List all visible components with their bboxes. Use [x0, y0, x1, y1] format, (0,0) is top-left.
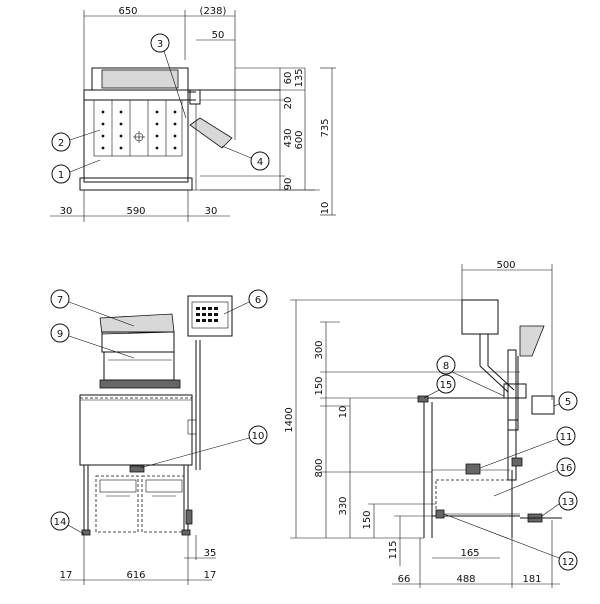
callout-15: 15	[440, 380, 453, 391]
dim-800: 800	[314, 458, 325, 477]
top-view: 650 (238) 50	[50, 6, 336, 222]
dim-30-left: 30	[60, 206, 73, 217]
dim-300: 300	[314, 340, 325, 359]
dim-60: 60	[283, 72, 294, 85]
callout-3: 3	[157, 39, 163, 50]
dim-17-left: 17	[60, 570, 73, 581]
dim-90: 90	[283, 178, 294, 191]
dim-600: 600	[294, 130, 305, 149]
callout-10: 10	[252, 431, 265, 442]
dim-30-right: 30	[205, 206, 218, 217]
callout-4: 4	[257, 157, 263, 168]
callout-11: 11	[560, 432, 573, 443]
callout-14: 14	[54, 517, 67, 528]
dim-616: 616	[126, 570, 145, 581]
control-panel-buttons	[196, 307, 218, 322]
callout-13: 13	[562, 497, 575, 508]
dim-150-top: 150	[314, 376, 325, 395]
dim-590: 590	[126, 206, 145, 217]
dim-50-top: 50	[212, 30, 225, 41]
callout-9: 9	[57, 329, 63, 340]
dim-66: 66	[398, 574, 411, 585]
basket-pattern	[101, 100, 177, 156]
dim-238: (238)	[200, 6, 227, 17]
front-view: 17 616 17 35 7 9 6 10 14	[50, 289, 268, 585]
dim-150-low: 150	[362, 510, 373, 529]
dim-1400: 1400	[284, 407, 295, 432]
dim-165: 165	[460, 548, 479, 559]
callout-6: 6	[255, 295, 261, 306]
callout-1: 1	[58, 170, 64, 181]
dim-500: 500	[496, 260, 515, 271]
dim-735: 735	[320, 118, 331, 137]
dim-35: 35	[204, 548, 217, 559]
dim-181: 181	[522, 574, 541, 585]
dim-650: 650	[118, 6, 137, 17]
callout-2: 2	[58, 138, 64, 149]
dim-135: 135	[294, 68, 305, 87]
callout-16: 16	[560, 463, 573, 474]
callout-12: 12	[562, 557, 575, 568]
dim-20: 20	[283, 97, 294, 110]
callout-7: 7	[57, 295, 63, 306]
dim-10-side: 10	[338, 406, 349, 419]
dim-488: 488	[456, 574, 475, 585]
dim-330: 330	[338, 496, 349, 515]
callout-8: 8	[443, 361, 449, 372]
callout-5: 5	[565, 397, 571, 408]
dim-17-right: 17	[204, 570, 217, 581]
dim-10-top: 10	[320, 202, 331, 215]
dim-430: 430	[283, 128, 294, 147]
side-view: 500 1400	[284, 260, 578, 588]
dim-115: 115	[388, 540, 399, 559]
